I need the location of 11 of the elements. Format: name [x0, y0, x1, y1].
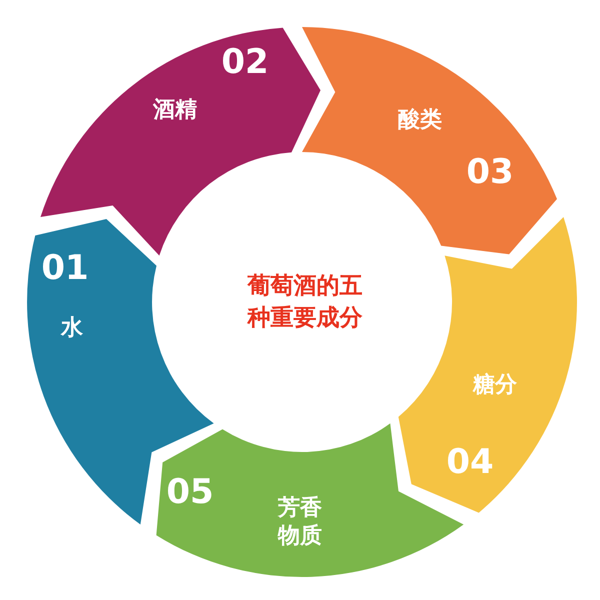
step-number: 01 — [41, 246, 89, 290]
step-number: 04 — [446, 440, 494, 484]
step-number: 05 — [166, 470, 214, 514]
step-label: 酸类 — [398, 106, 442, 134]
step-label: 糖分 — [473, 371, 517, 399]
step-number: 02 — [221, 40, 269, 84]
step-label: 水 — [61, 314, 83, 342]
step-label: 芳香物质 — [276, 494, 323, 550]
step-label: 酒精 — [153, 96, 197, 124]
step-number: 03 — [466, 150, 514, 194]
center-title: 葡萄酒的五种重要成分 — [246, 272, 364, 333]
